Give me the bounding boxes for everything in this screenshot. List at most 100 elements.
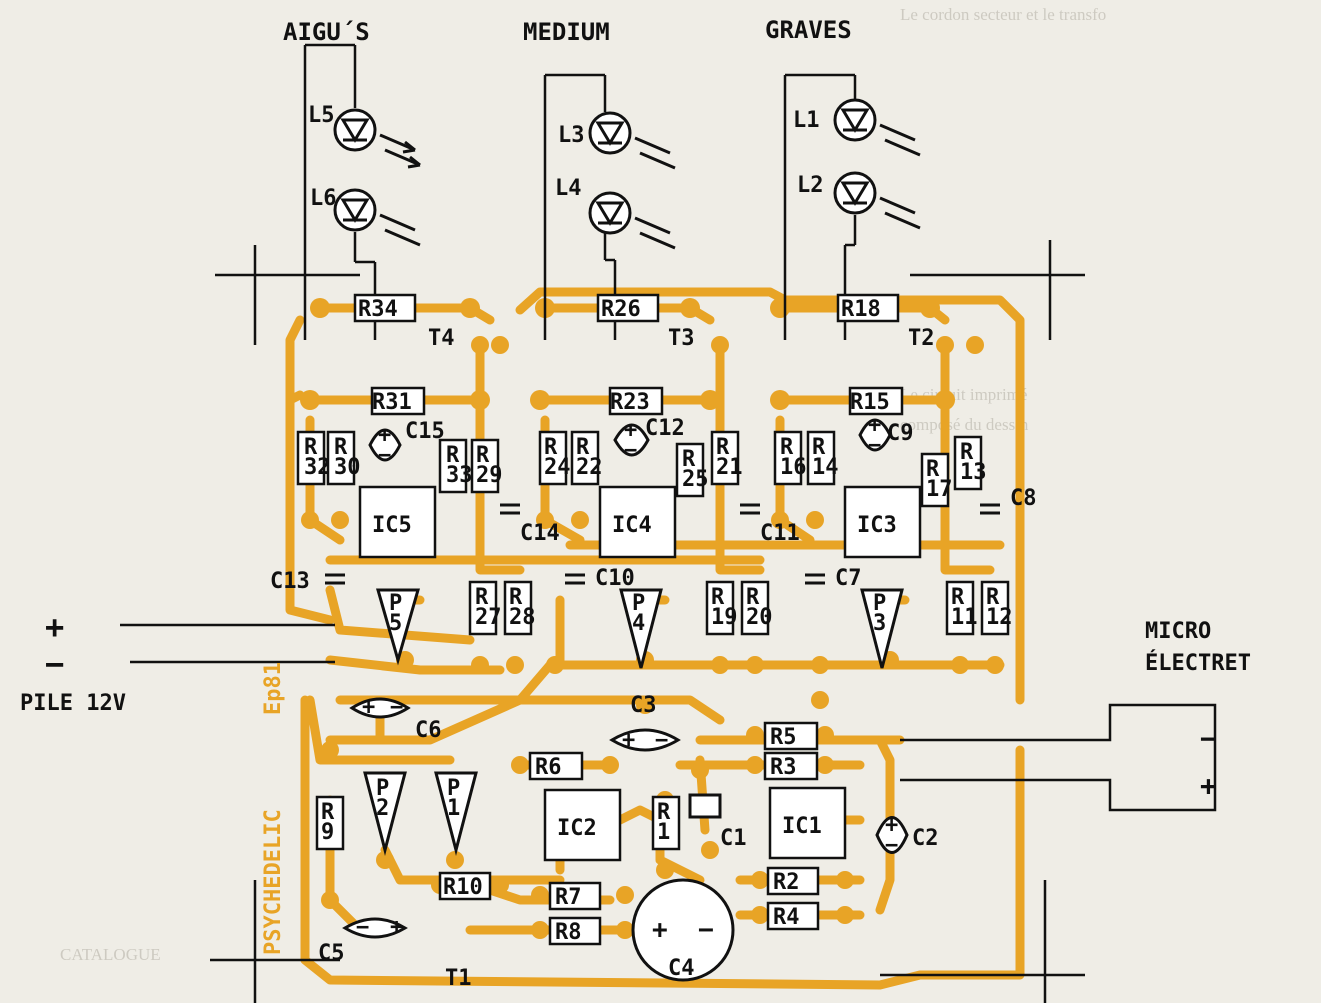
- svg-text:+: +: [622, 728, 635, 753]
- mic-label-2: ÉLECTRET: [1145, 650, 1251, 676]
- svg-text:−: −: [390, 695, 403, 720]
- r10-label: R10: [443, 875, 483, 900]
- led-label-l4: L4: [555, 176, 582, 201]
- led-l1: [833, 98, 921, 157]
- ic2-label: IC2: [557, 816, 597, 841]
- vertical-code: Ep81: [261, 662, 286, 715]
- led-l6: [333, 188, 421, 247]
- svg-text:+: +: [362, 695, 375, 720]
- r23-label: R23: [610, 390, 650, 415]
- vertical-title: PSYCHEDELIC: [261, 809, 286, 955]
- electrolytic-capacitors: [342, 418, 909, 982]
- c3-label: C3: [630, 693, 657, 718]
- c1-label: C1: [720, 826, 747, 851]
- r8-label: R8: [555, 920, 582, 945]
- polarity-marks: +− +− +− +− +− +− −+ +−: [356, 413, 898, 945]
- led-l3: [588, 111, 676, 170]
- r7-label: R7: [555, 885, 582, 910]
- ic1-label: IC1: [782, 814, 822, 839]
- svg-text:−: −: [378, 443, 391, 468]
- wires-and-crop-marks: [120, 43, 1217, 1003]
- svg-text:−: −: [885, 833, 898, 858]
- svg-text:+: +: [868, 413, 881, 438]
- led-label-l1: L1: [793, 108, 820, 133]
- ic3-label: IC3: [857, 513, 897, 538]
- r2-label: R2: [773, 870, 800, 895]
- svg-text:+: +: [390, 915, 403, 940]
- t4-label: T4: [428, 326, 455, 351]
- r26-label: R26: [601, 297, 641, 322]
- c6-label: C6: [415, 718, 442, 743]
- mic-plus: +: [1200, 769, 1217, 802]
- c10-label: C10: [595, 566, 635, 591]
- svg-text:+: +: [624, 418, 637, 443]
- r34-label: R34: [358, 297, 398, 322]
- svg-text:composé du dessin: composé du dessin: [900, 415, 1029, 434]
- c2-label: C2: [912, 826, 939, 851]
- battery-label: PILE 12V: [20, 691, 126, 716]
- header-graves: GRAVES: [765, 16, 852, 44]
- r18-label: R18: [841, 297, 881, 322]
- c14-label: C14: [520, 521, 560, 546]
- t3-label: T3: [668, 326, 695, 351]
- svg-text:+: +: [885, 813, 898, 838]
- led-label-l6: L6: [310, 186, 337, 211]
- c7-label: C7: [835, 566, 862, 591]
- led-l2: [833, 171, 921, 230]
- svg-text:−: −: [655, 728, 668, 753]
- led-group: [333, 98, 921, 250]
- c13-label: C13: [270, 569, 310, 594]
- led-label-l2: L2: [797, 173, 824, 198]
- svg-text:−: −: [624, 438, 637, 463]
- r3-label: R3: [770, 755, 797, 780]
- c12-label: C12: [645, 416, 685, 441]
- r5-label: R5: [770, 725, 797, 750]
- c8-label: C8: [1010, 486, 1037, 511]
- ic4-label: IC4: [612, 513, 652, 538]
- led-l5: [333, 108, 421, 169]
- svg-text:+: +: [652, 915, 668, 945]
- svg-text:−: −: [356, 915, 369, 940]
- led-label-l3: L3: [558, 123, 585, 148]
- r6-label: R6: [535, 755, 562, 780]
- svg-text:−: −: [868, 433, 881, 458]
- ic5-label: IC5: [372, 513, 412, 538]
- led-label-l5: L5: [308, 103, 335, 128]
- header-aigus: AIGU´S: [283, 18, 370, 46]
- component-bodies: [296, 293, 1010, 946]
- t1-label: T1: [445, 966, 472, 991]
- r31-label: R31: [372, 390, 412, 415]
- svg-text:Le cordon secteur et le transf: Le cordon secteur et le transfo: [900, 5, 1106, 24]
- led-l4: [588, 191, 676, 250]
- mic-label-1: MICRO: [1145, 619, 1211, 644]
- c9-label: C9: [887, 421, 914, 446]
- ceramic-capacitors: [325, 503, 1000, 819]
- header-medium: MEDIUM: [523, 18, 610, 46]
- c4-label: C4: [668, 956, 695, 981]
- c11-label: C11: [760, 521, 800, 546]
- potentiometers: [363, 588, 904, 856]
- svg-text:CATALOGUE: CATALOGUE: [60, 945, 161, 964]
- t2-label: T2: [908, 326, 935, 351]
